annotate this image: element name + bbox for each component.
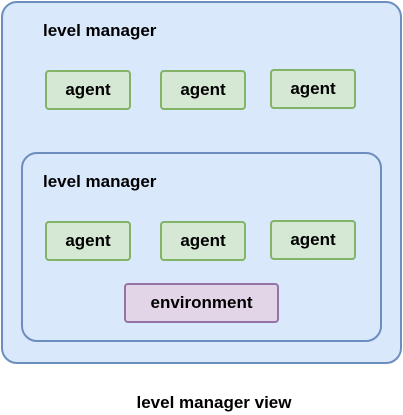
inner-level-manager-label: level manager	[43, 172, 157, 191]
diagram-caption: level manager view	[136, 393, 292, 412]
outer-level-manager-label: level manager	[43, 21, 157, 40]
environment-box: environment	[124, 283, 279, 323]
inner-agent-1: agent	[45, 221, 131, 261]
outer-agent-1: agent	[45, 70, 131, 110]
outer-agent-3: agent	[270, 69, 356, 109]
inner-agent-3: agent	[270, 220, 356, 260]
inner-agent-2: agent	[160, 221, 246, 261]
outer-agent-2: agent	[160, 70, 246, 110]
